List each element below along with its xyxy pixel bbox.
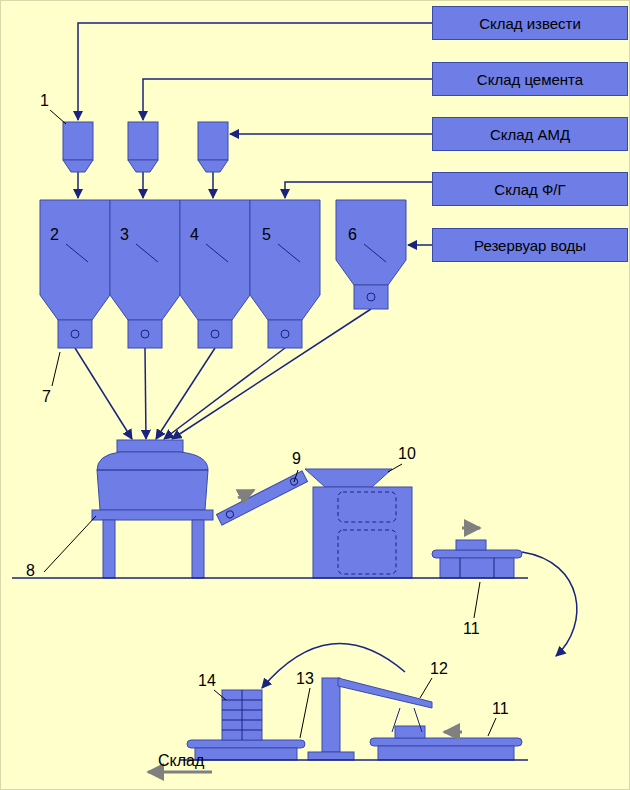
- storage-box: Склад Ф/Г: [432, 172, 628, 206]
- storage-name: Склад АМД: [490, 126, 570, 143]
- storage-box: Склад извести: [432, 6, 628, 40]
- callout-number: 13: [296, 670, 314, 688]
- storage-name: Резервуар воды: [474, 237, 586, 254]
- callout-number: 3: [120, 226, 129, 244]
- storage-box: Склад АМД: [432, 117, 628, 151]
- storage-name: Склад цемента: [477, 71, 583, 88]
- callout-number: 5: [262, 226, 271, 244]
- destination-label: Склад: [158, 752, 204, 770]
- callout-number: 10: [398, 445, 416, 463]
- callout-number: 12: [430, 660, 448, 678]
- callout-number: 8: [26, 562, 35, 580]
- callout-number: 11: [463, 620, 480, 638]
- callout-number: 11: [492, 700, 509, 718]
- callout-number: 6: [348, 226, 357, 244]
- callout-number: 14: [198, 672, 216, 690]
- callout-number: 7: [42, 388, 51, 406]
- callout-number: 9: [292, 450, 301, 468]
- callout-number: 4: [190, 226, 199, 244]
- storage-box: Резервуар воды: [432, 228, 628, 262]
- callout-number: 1: [40, 92, 49, 110]
- storage-name: Склад извести: [479, 15, 581, 32]
- callout-number: 2: [50, 226, 59, 244]
- storage-box: Склад цемента: [432, 62, 628, 96]
- storage-name: Склад Ф/Г: [494, 181, 565, 198]
